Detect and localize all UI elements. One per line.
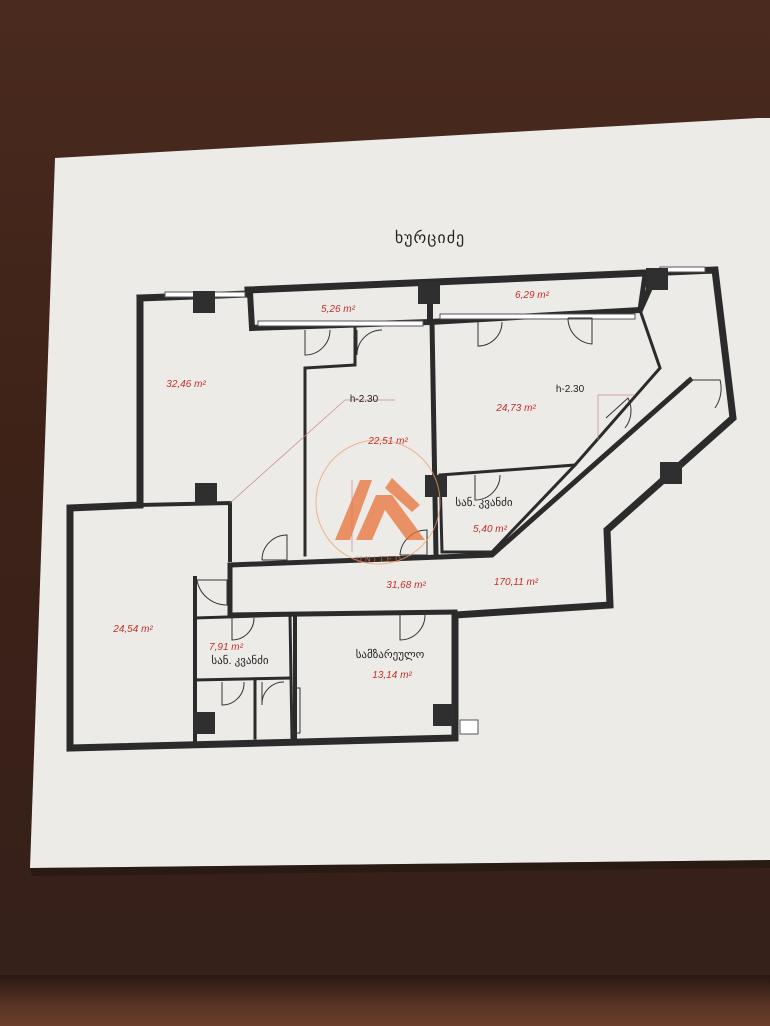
column — [418, 282, 440, 304]
door-arc — [605, 397, 632, 429]
area-label: 22,51 m² — [367, 436, 408, 447]
structural-columns — [193, 268, 682, 734]
area-label: 24,73 m² — [495, 403, 536, 414]
door-arc — [221, 681, 245, 706]
window-kitchen — [459, 719, 479, 735]
door-arc — [477, 321, 503, 347]
door-arc — [356, 329, 383, 356]
door-arc — [261, 681, 285, 706]
area-label: 32,46 m² — [166, 379, 206, 390]
column — [660, 462, 682, 484]
table-edge — [0, 975, 770, 1026]
door-arc — [196, 579, 228, 606]
paper-shadow — [30, 860, 770, 876]
window-corridor-2 — [439, 313, 636, 320]
room-name-label: სან. კვანძი — [211, 654, 269, 667]
door-arc — [399, 614, 426, 641]
column — [646, 268, 668, 290]
plan-title: ხურციძე — [395, 229, 465, 247]
door-arc — [686, 379, 722, 409]
area-label: 6,29 m² — [515, 290, 550, 301]
door-arc — [567, 317, 593, 345]
ceiling-height-label: h-2.30 — [556, 384, 585, 395]
column — [195, 483, 217, 505]
room-labels: 5,26 m² 6,29 m² 32,46 m² 22,51 m² 24,73 … — [112, 290, 584, 681]
total-area-label: 170,11 m² — [494, 577, 539, 588]
window-corridor — [257, 320, 424, 327]
watermark-logo: UNITED — [315, 439, 441, 565]
door-arc — [261, 534, 288, 561]
column — [425, 475, 447, 497]
column — [433, 704, 455, 726]
area-label: 13,14 m² — [372, 670, 412, 681]
room-name-label: სან. კვანძი — [455, 496, 513, 509]
watermark-text: UNITED — [356, 555, 404, 564]
area-label: 7,91 m² — [209, 642, 244, 653]
room-name-label: სამზარეულო — [356, 648, 425, 661]
area-label: 24,54 m² — [112, 624, 153, 635]
area-label: 5,26 m² — [321, 304, 356, 315]
door-arc — [231, 617, 255, 641]
column — [193, 712, 215, 734]
door-arc — [474, 474, 501, 501]
interior-walls — [137, 308, 694, 742]
doors — [196, 317, 722, 734]
stair-detail — [291, 687, 301, 734]
ceiling-height-label: h-2.30 — [350, 394, 379, 405]
door-arc — [304, 329, 331, 356]
column — [193, 291, 215, 313]
area-label: 31,68 m² — [386, 580, 426, 591]
area-label: 5,40 m² — [473, 524, 508, 535]
